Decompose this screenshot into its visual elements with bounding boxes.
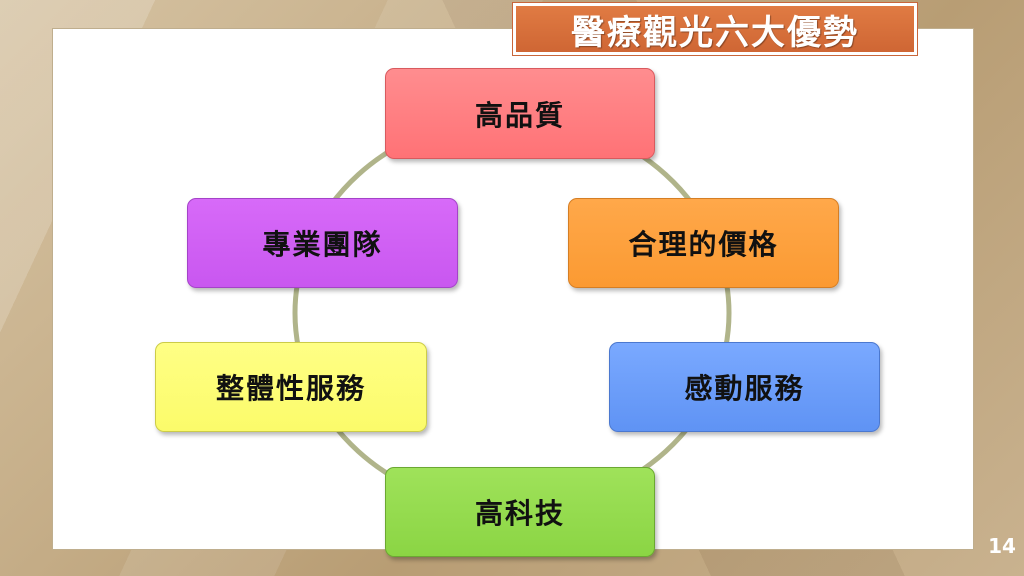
node-touching-service: 感動服務 [609,342,880,432]
node-holistic-service: 整體性服務 [155,342,427,432]
cycle-ring-ellipse [292,114,732,512]
page-number: 14 [988,534,1016,558]
node-professional-team: 專業團隊 [187,198,458,288]
node-high-tech: 高科技 [385,467,655,557]
node-reasonable-price: 合理的價格 [568,198,839,288]
node-high-quality: 高品質 [385,68,655,159]
slide-title: 醫療觀光六大優勢 [516,6,914,53]
slide-title-box: 醫療觀光六大優勢 [512,2,918,56]
